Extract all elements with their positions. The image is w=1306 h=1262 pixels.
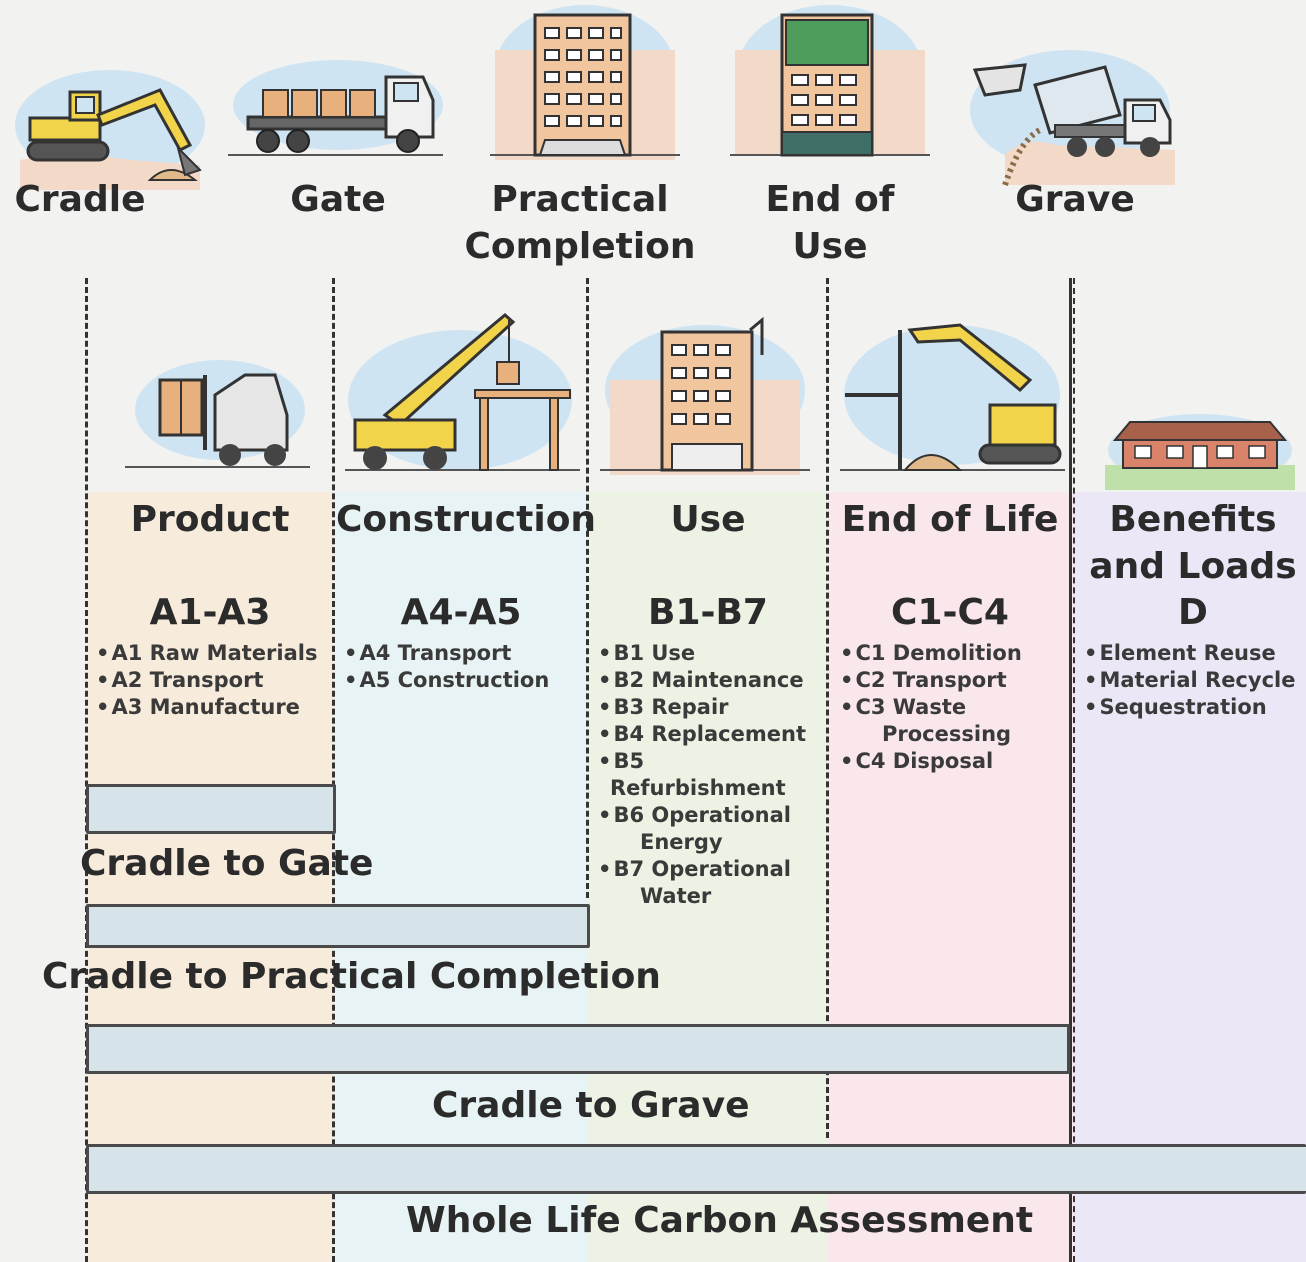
stage-end-of-life-title: End of Life xyxy=(841,499,1059,540)
divider-grave xyxy=(1069,278,1075,1262)
module-item: C4 Disposal xyxy=(840,748,1066,775)
module-item: C2 Transport xyxy=(840,667,1066,694)
module-item-continuation: Energy xyxy=(640,830,723,854)
milestone-cradle-label: Cradle xyxy=(14,179,146,220)
truck-icon xyxy=(228,60,443,156)
divider-cradle xyxy=(85,278,88,1262)
vacant-building-icon xyxy=(730,5,930,157)
product-column-bg xyxy=(88,492,334,1262)
stage-benefits-code: D xyxy=(1178,592,1208,633)
module-item: C3 Waste xyxy=(840,694,1066,721)
whole-life-carbon-assessment-label: Whole Life Carbon Assessment xyxy=(406,1200,1034,1241)
module-item: B7 Operational xyxy=(598,856,826,883)
milestone-grave-label: Grave xyxy=(1015,179,1135,220)
cradle-to-grave-bar xyxy=(86,1024,1070,1074)
stage-use-title: Use xyxy=(670,499,746,540)
module-item: Sequestration xyxy=(1084,694,1304,721)
module-item: B3 Repair xyxy=(598,694,826,721)
stage-product-code: A1-A3 xyxy=(149,592,271,633)
product-module-list: A1 Raw Materials A2 Transport A3 Manufac… xyxy=(96,640,332,721)
end-of-life-column-bg xyxy=(828,492,1074,1262)
excavator-icon xyxy=(15,70,205,190)
construction-column-bg xyxy=(334,492,588,1262)
divider-end-of-use xyxy=(826,278,829,1138)
stage-product-title: Product xyxy=(130,499,290,540)
milestone-practical-completion-label: Practical Completion xyxy=(464,179,696,267)
module-item: C1 Demolition xyxy=(840,640,1066,667)
whole-life-carbon-assessment-bar xyxy=(86,1144,1306,1194)
construction-module-list: A4 Transport A5 Construction xyxy=(344,640,584,694)
benefits-module-list: Element Reuse Material Recycle Sequestra… xyxy=(1084,640,1304,721)
occupied-building-icon xyxy=(600,316,810,475)
cradle-to-practical-completion-label: Cradle to Practical Completion xyxy=(42,956,661,997)
stage-construction-title: Construction xyxy=(336,499,597,540)
cradle-to-gate-label: Cradle to Gate xyxy=(80,843,374,884)
stage-construction-code: A4-A5 xyxy=(400,592,522,633)
module-item: Element Reuse xyxy=(1084,640,1304,667)
milestone-gate-label: Gate xyxy=(290,179,386,220)
divider-practical-completion xyxy=(586,278,589,898)
module-item: B1 Use xyxy=(598,640,826,667)
module-item: Material Recycle xyxy=(1084,667,1304,694)
crane-icon xyxy=(345,313,580,471)
building-icon xyxy=(490,5,680,160)
demolition-icon xyxy=(840,323,1065,471)
module-item: A2 Transport xyxy=(96,667,332,694)
forklift-icon xyxy=(125,360,310,468)
module-item-continuation: Water xyxy=(640,884,712,908)
use-module-list: B1 Use B2 Maintenance B3 Repair B4 Repla… xyxy=(598,640,826,910)
stage-end-of-life-code: C1-C4 xyxy=(891,592,1009,633)
module-item: A1 Raw Materials xyxy=(96,640,332,667)
module-item-continuation: Processing xyxy=(882,722,1012,746)
module-item: A5 Construction xyxy=(344,667,584,694)
module-item: A4 Transport xyxy=(344,640,584,667)
divider-gate xyxy=(332,278,335,1262)
end-of-life-module-list: C1 Demolition C2 Transport C3 Waste Proc… xyxy=(840,640,1066,775)
module-item: B2 Maintenance xyxy=(598,667,826,694)
stage-benefits-title: Benefits and Loads xyxy=(1089,499,1297,587)
module-item: B4 Replacement xyxy=(598,721,826,748)
house-icon xyxy=(1105,414,1295,490)
module-item: B5 Refurbishment xyxy=(598,748,826,802)
stage-use-code: B1-B7 xyxy=(648,592,768,633)
milestone-end-of-use-label: End of Use xyxy=(765,179,895,267)
module-item: B6 Operational xyxy=(598,802,826,829)
cradle-to-practical-completion-bar xyxy=(86,904,590,948)
benefits-column-bg xyxy=(1074,492,1306,1262)
dump-truck-icon xyxy=(970,50,1175,186)
module-item: A3 Manufacture xyxy=(96,694,332,721)
cradle-to-gate-bar xyxy=(86,784,336,834)
cradle-to-grave-label: Cradle to Grave xyxy=(432,1085,750,1126)
